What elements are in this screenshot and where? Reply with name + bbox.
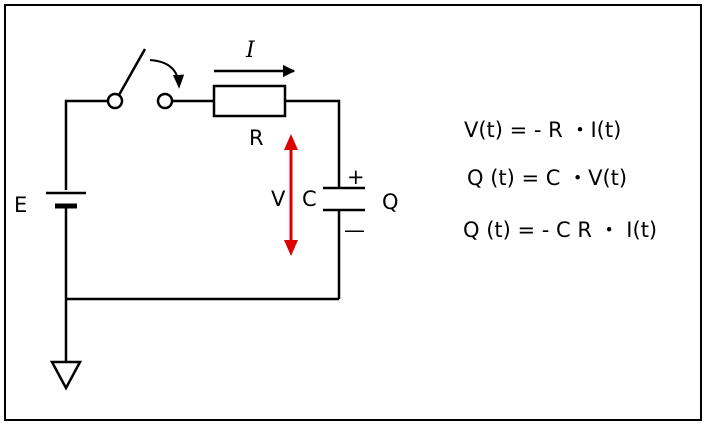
charge-label: Q	[382, 190, 399, 214]
battery-label: E	[14, 193, 27, 217]
battery-symbol	[46, 191, 86, 209]
current-label: I	[245, 38, 256, 63]
equation-voltage: V(t) = - R ・I(t)	[464, 118, 621, 142]
resistor-symbol	[212, 84, 287, 118]
diagram-frame	[4, 4, 702, 421]
capacitor-label: C	[302, 187, 317, 211]
plus-sign: +	[347, 165, 365, 189]
resistor-label: R	[249, 126, 264, 150]
equation-charge: Q (t) = C ・V(t)	[467, 166, 627, 190]
voltage-label: V	[271, 187, 286, 211]
switch-closing-arrow-icon	[149, 59, 185, 89]
wire-resistor-to-capacitor	[285, 99, 341, 188]
minus-sign: —	[344, 218, 365, 242]
capacitor-symbol	[323, 186, 365, 212]
ground-symbol	[49, 360, 83, 391]
equation-charge-current: Q (t) = - C R ・ I(t)	[463, 218, 657, 242]
wire-left	[64, 99, 108, 190]
switch-symbol	[106, 48, 174, 110]
voltage-arrow-icon	[284, 134, 298, 256]
